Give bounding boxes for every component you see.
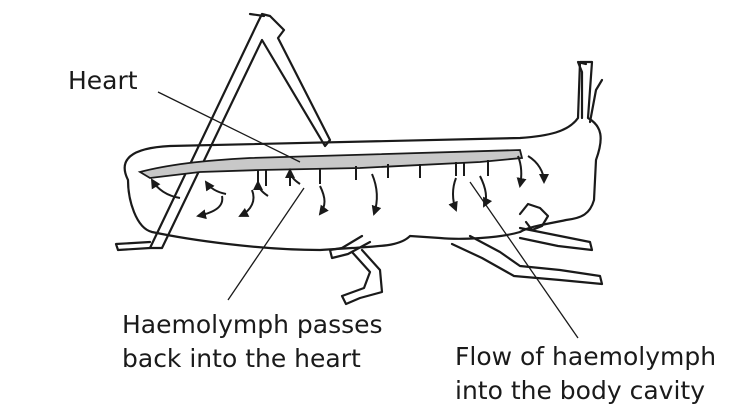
flow-arrow — [518, 156, 521, 186]
return-arrow — [290, 170, 300, 184]
middle-leg-lower — [342, 250, 382, 304]
hind-leg — [150, 14, 330, 248]
hind-foot — [116, 242, 150, 250]
front-leg-1 — [452, 236, 602, 284]
flow-line1: Flow of haemolymph — [455, 340, 716, 374]
front-leg-2 — [520, 228, 592, 250]
flow-arrow — [528, 156, 544, 182]
back-leader-line — [228, 188, 304, 300]
haemolymph-back-label: Haemolymph passes back into the heart — [122, 308, 383, 376]
flow-arrow — [240, 190, 254, 216]
flow-arrow — [320, 186, 325, 214]
return-arrow — [206, 182, 226, 194]
flow-arrow — [372, 174, 377, 214]
flow-line2: into the body cavity — [455, 374, 716, 408]
flow-label: Flow of haemolymph into the body cavity — [455, 340, 716, 408]
haemolymph-back-line1: Haemolymph passes — [122, 308, 383, 342]
heart-leader-line — [158, 92, 300, 162]
flow-arrow — [453, 178, 456, 210]
heart-label: Heart — [68, 64, 138, 98]
flow-arrow — [198, 196, 222, 216]
haemolymph-back-line2: back into the heart — [122, 342, 383, 376]
antenna-2 — [590, 80, 602, 122]
